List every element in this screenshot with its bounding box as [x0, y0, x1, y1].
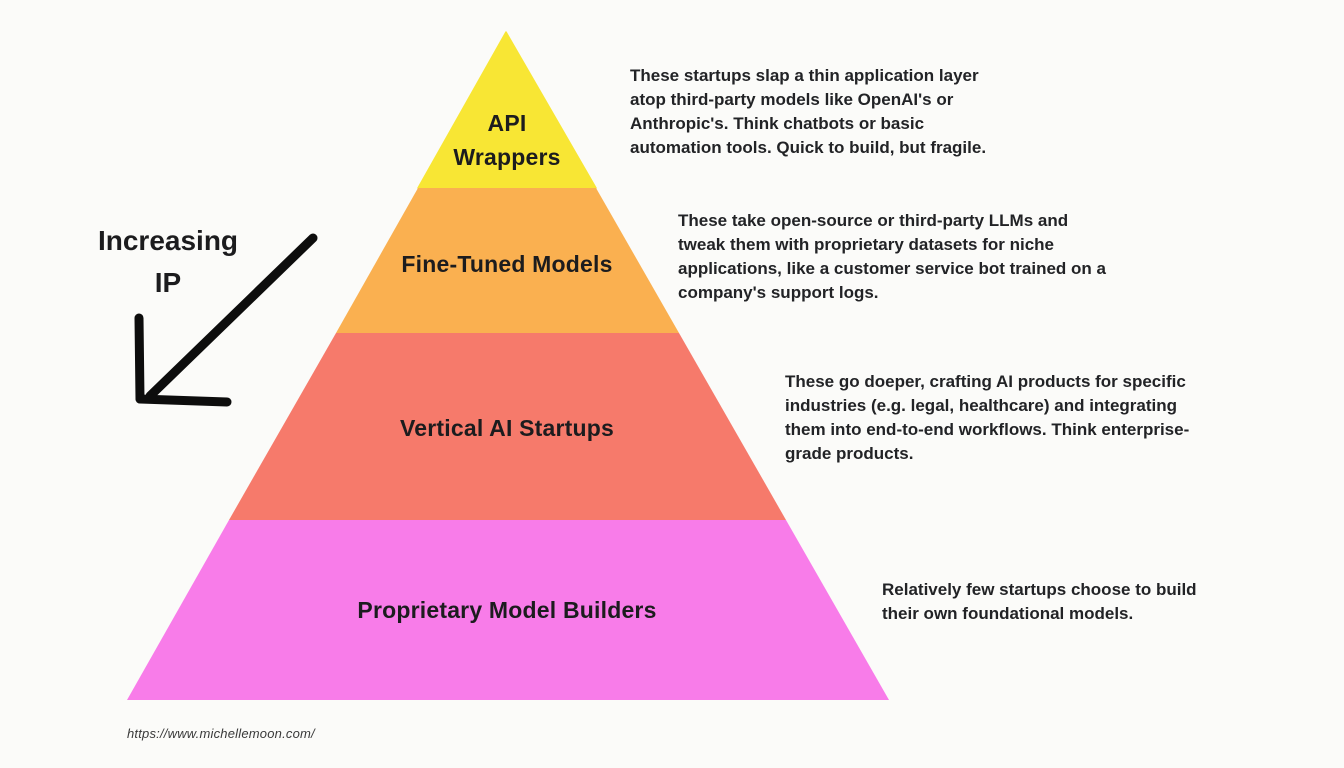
level-label-api-wrappers: API Wrappers: [453, 110, 561, 170]
description-api-wrappers: These startups slap a thin application l…: [630, 64, 986, 160]
description-line: Anthropic's. Think chatbots or basic: [630, 114, 925, 133]
description-line: These go doeper, crafting AI products fo…: [785, 372, 1186, 391]
description-line: their own foundational models.: [882, 604, 1134, 623]
description-proprietary-model-builders: Relatively few startups choose to build …: [882, 578, 1197, 626]
description-fine-tuned-models: These take open-source or third-party LL…: [678, 209, 1106, 305]
description-line: These take open-source or third-party LL…: [678, 211, 1069, 230]
description-line: tweak them with proprietary datasets for…: [678, 235, 1054, 254]
description-vertical-ai-startups: These go doeper, crafting AI products fo…: [785, 370, 1189, 466]
level-label-fine-tuned-models: Fine-Tuned Models: [401, 251, 613, 277]
increasing-ip-label-line2: IP: [154, 267, 182, 298]
level-label-vertical-ai-startups: Vertical AI Startups: [399, 415, 615, 441]
description-line: These startups slap a thin application l…: [630, 66, 979, 85]
pyramid-level-vertical-ai-startups: [229, 333, 786, 520]
pyramid-level-proprietary-model-builders: [127, 520, 889, 700]
description-line: company's support logs.: [678, 283, 879, 302]
arrow-head-vertical: [134, 313, 145, 404]
increasing-ip-arrow-icon: [134, 233, 318, 407]
level-label-proprietary-model-builders: Proprietary Model Builders: [357, 597, 657, 623]
description-line: Relatively few startups choose to build: [882, 580, 1197, 599]
pyramid-level-fine-tuned-models: [336, 188, 679, 333]
description-line: them into end-to-end workflows. Think en…: [785, 420, 1190, 439]
description-line: atop third-party models like OpenAI's or: [630, 90, 954, 109]
increasing-ip-label-line1: Increasing: [97, 225, 239, 256]
description-line: grade products.: [785, 444, 914, 463]
arrow-shaft: [145, 233, 318, 401]
description-line: automation tools. Quick to build, but fr…: [630, 138, 987, 157]
source-url: https://www.michellemoon.com/: [127, 726, 315, 741]
description-line: industries (e.g. legal, healthcare) and …: [785, 396, 1178, 415]
description-line: applications, like a customer service bo…: [678, 259, 1106, 278]
arrow-head-horizontal: [135, 394, 232, 407]
increasing-ip-label: Increasing IP: [78, 220, 258, 304]
